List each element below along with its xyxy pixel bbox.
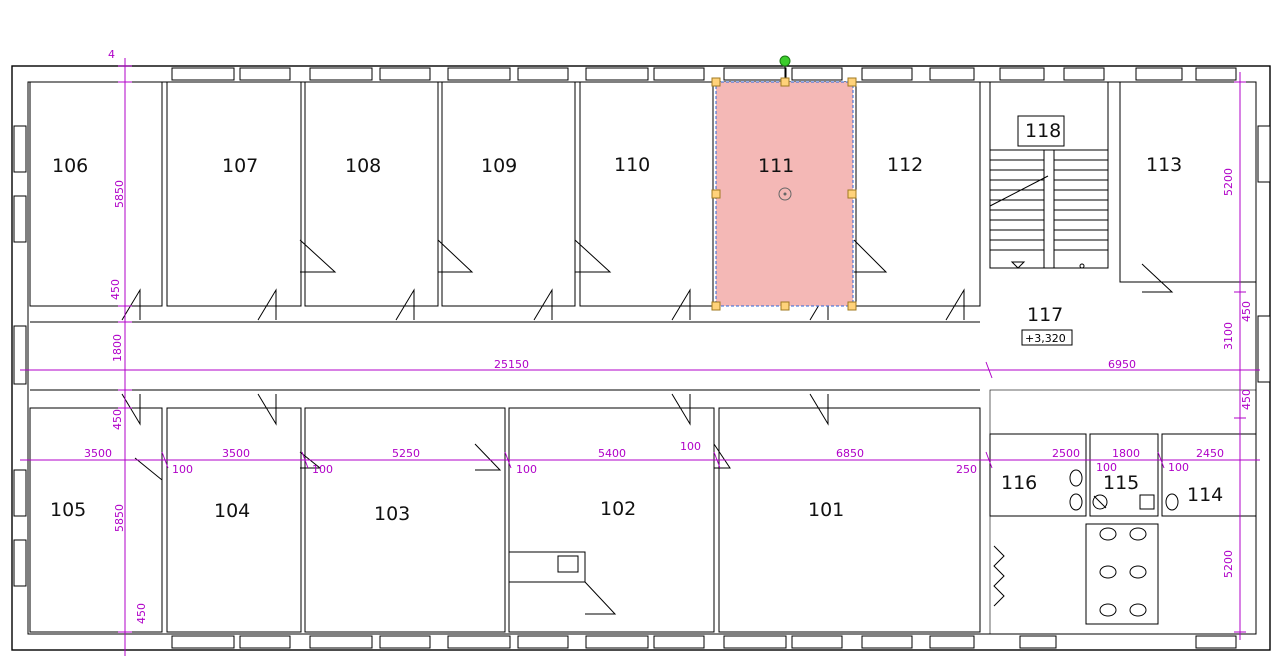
dim-5850-top: 5850 <box>113 180 126 208</box>
dim-25150: 25150 <box>494 358 529 371</box>
dim-450-r1: 450 <box>1240 301 1253 322</box>
room-label-106: 106 <box>52 155 88 177</box>
room-label-103: 103 <box>374 503 410 525</box>
bottom-windows <box>171 635 1237 649</box>
left-windows <box>13 125 27 587</box>
upper-rooms-walls <box>29 81 981 391</box>
dim-100-e: 100 <box>1096 461 1117 474</box>
dim-1800: 1800 <box>111 334 124 362</box>
resize-handle-e[interactable] <box>847 189 857 199</box>
dim-100-f: 100 <box>1168 461 1189 474</box>
dim-1800-b: 1800 <box>1112 447 1140 460</box>
room-label-116: 116 <box>1001 472 1037 494</box>
dim-5850-bot: 5850 <box>113 504 126 532</box>
dim-3500-b: 3500 <box>222 447 250 460</box>
resize-handle-n[interactable] <box>780 77 790 87</box>
dim-6950: 6950 <box>1108 358 1136 371</box>
dim-3500-a: 3500 <box>84 447 112 460</box>
room-label-101: 101 <box>808 499 844 521</box>
room-label-113: 113 <box>1146 154 1182 176</box>
room-label-110: 110 <box>614 154 650 176</box>
room-label-107: 107 <box>222 155 258 177</box>
level-mark: +3,320 <box>1021 329 1073 346</box>
dim-450-c: 450 <box>135 603 148 624</box>
dim-100-d: 100 <box>680 440 701 453</box>
resize-handle-se[interactable] <box>847 301 857 311</box>
dim-2500: 2500 <box>1052 447 1080 460</box>
room-label-117: 117 <box>1027 304 1063 326</box>
resize-handle-nw[interactable] <box>711 77 721 87</box>
room-label-118: 118 <box>1025 120 1061 142</box>
dim-450-r2: 450 <box>1240 389 1253 410</box>
resize-handle-sw[interactable] <box>711 301 721 311</box>
room-111-selected[interactable] <box>711 55 857 311</box>
stair-block <box>989 81 1257 635</box>
dim-5250: 5250 <box>392 447 420 460</box>
room-label-108: 108 <box>345 155 381 177</box>
dim-2450: 2450 <box>1196 447 1224 460</box>
room-label-104: 104 <box>214 500 250 522</box>
dimension-texts: 4 5850 450 1800 450 5850 450 25150 6950 … <box>84 48 1253 624</box>
room-labels: 106 107 108 109 110 111 112 113 118 117 … <box>50 120 1223 525</box>
rotate-handle-icon[interactable] <box>779 55 791 67</box>
dim-4: 4 <box>108 48 115 61</box>
dim-450-b: 450 <box>111 409 124 430</box>
dim-450-a: 450 <box>109 279 122 300</box>
dim-100-b: 100 <box>312 463 333 476</box>
resize-handle-ne[interactable] <box>847 77 857 87</box>
room-label-111: 111 <box>758 155 794 177</box>
top-windows <box>171 67 1237 81</box>
lower-rooms-walls <box>29 407 981 633</box>
dim-100-a: 100 <box>172 463 193 476</box>
dim-3100: 3100 <box>1222 322 1235 350</box>
room-label-105: 105 <box>50 499 86 521</box>
lower-doors <box>121 393 829 615</box>
room-label-112: 112 <box>887 154 923 176</box>
dimension-lines <box>20 58 1260 656</box>
resize-handle-w[interactable] <box>711 189 721 199</box>
room-label-102: 102 <box>600 498 636 520</box>
dim-100-c: 100 <box>516 463 537 476</box>
wc-block <box>989 433 1257 625</box>
room-label-115: 115 <box>1103 472 1139 494</box>
dim-5200-top: 5200 <box>1222 168 1235 196</box>
room-label-114: 114 <box>1187 484 1223 506</box>
level-mark-text: +3,320 <box>1025 332 1066 345</box>
dim-250: 250 <box>956 463 977 476</box>
room-label-109: 109 <box>481 155 517 177</box>
dim-6850: 6850 <box>836 447 864 460</box>
resize-handle-s[interactable] <box>780 301 790 311</box>
right-windows <box>1257 125 1271 383</box>
dim-5400: 5400 <box>598 447 626 460</box>
center-point-icon <box>778 187 792 201</box>
dim-5200-bot: 5200 <box>1222 550 1235 578</box>
